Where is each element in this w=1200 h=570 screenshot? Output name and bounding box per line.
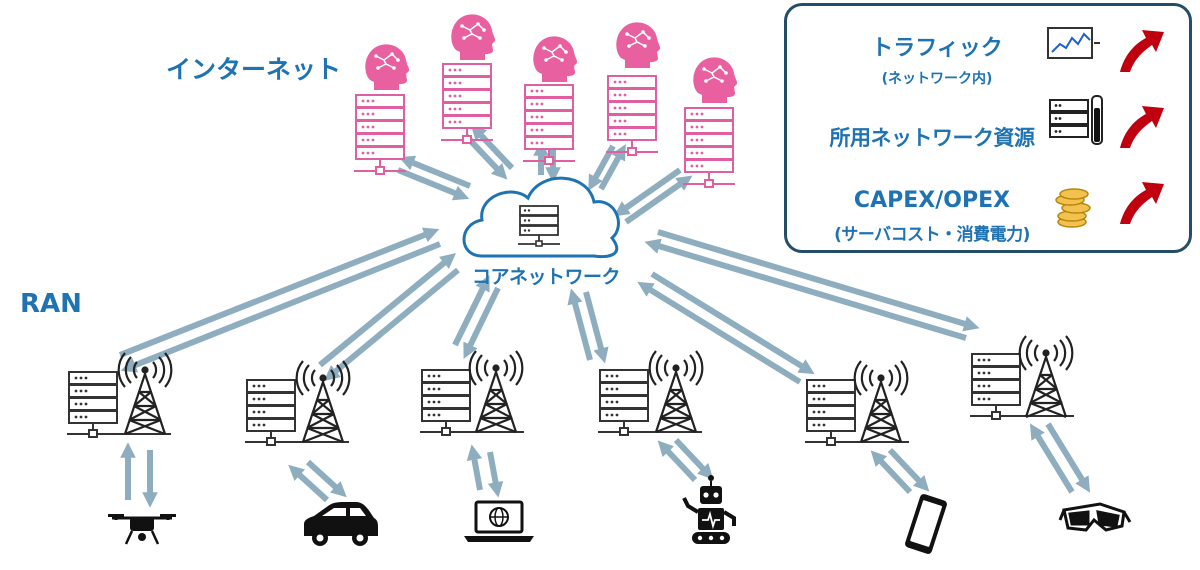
- cell-tower-icon: [1018, 334, 1074, 419]
- smartphone-icon: [905, 494, 947, 554]
- link-arrow: [463, 286, 501, 360]
- laptop-icon: [464, 500, 534, 542]
- server-load-icon: [1049, 95, 1103, 145]
- cell-tower-icon: [648, 349, 704, 434]
- ai-brain-head-icon: [692, 56, 738, 104]
- legend-box: トラフィック (ネットワーク内) 所用ネットワーク資源 CAPEX/OPEX (…: [784, 3, 1192, 253]
- link-arrow: [624, 175, 693, 225]
- legend-traffic-sublabel: (ネットワーク内): [881, 71, 993, 87]
- internet-label: インターネット: [166, 55, 342, 84]
- cell-tower-icon: [117, 351, 173, 436]
- cloud-server-icon: [462, 176, 620, 259]
- legend-resources-label: 所用ネットワーク資源: [829, 126, 1036, 150]
- legend-capex-sublabel: (サーバコスト・消費電力): [834, 225, 1030, 245]
- legend-traffic-label: トラフィック: [871, 36, 1003, 61]
- link-arrow: [288, 464, 330, 503]
- link-arrow: [657, 229, 980, 332]
- server-rack-icon: [682, 107, 736, 188]
- link-arrow: [583, 291, 609, 364]
- ran-label: RAN: [20, 289, 82, 319]
- up-arrow-icon: [1120, 30, 1164, 224]
- link-arrow: [673, 437, 714, 480]
- core-network-label: コアネットワーク: [472, 266, 621, 288]
- link-arrow: [120, 241, 442, 373]
- ai-brain-head-icon: [615, 21, 661, 69]
- link-arrow: [118, 227, 440, 358]
- link-arrow: [887, 447, 930, 492]
- link-arrow: [613, 167, 682, 217]
- link-arrow: [657, 440, 698, 483]
- robot-icon: [682, 475, 736, 544]
- ai-brain-head-icon: [364, 43, 410, 91]
- cell-tower-icon: [853, 359, 909, 444]
- link-arrow: [870, 450, 913, 495]
- link-arrow: [487, 451, 504, 498]
- drone-icon: [108, 514, 176, 545]
- cell-tower-icon: [295, 359, 351, 444]
- link-arrow: [598, 144, 626, 191]
- link-arrow: [452, 275, 490, 347]
- link-arrow: [650, 271, 815, 375]
- link-arrow: [318, 253, 457, 368]
- server-rack-icon: [353, 94, 407, 175]
- link-arrow: [396, 167, 470, 201]
- link-arrow: [567, 288, 593, 361]
- car-icon: [304, 502, 378, 546]
- link-arrow: [398, 155, 472, 189]
- link-arrow: [637, 281, 802, 385]
- link-arrow: [1045, 422, 1091, 493]
- link-arrow: [644, 238, 967, 341]
- cell-tower-icon: [468, 349, 524, 434]
- link-arrows: [118, 124, 1091, 508]
- ai-brain-head-icon: [532, 35, 578, 83]
- link-arrow: [1029, 423, 1075, 494]
- link-arrow: [470, 124, 515, 171]
- link-arrow: [323, 267, 460, 381]
- vr-glasses-icon: [1058, 502, 1132, 532]
- coins-icon: [1055, 188, 1091, 228]
- server-rack-icon: [440, 63, 494, 144]
- ai-brain-head-icon: [450, 13, 496, 61]
- server-rack-icon: [522, 84, 576, 165]
- ran-nodes: [66, 334, 1075, 446]
- link-arrow: [466, 444, 483, 491]
- link-arrow: [305, 459, 347, 498]
- legend-capex-label: CAPEX/OPEX: [853, 188, 1011, 213]
- server-rack-icon: [605, 75, 659, 156]
- traffic-chart-icon: [1047, 27, 1100, 59]
